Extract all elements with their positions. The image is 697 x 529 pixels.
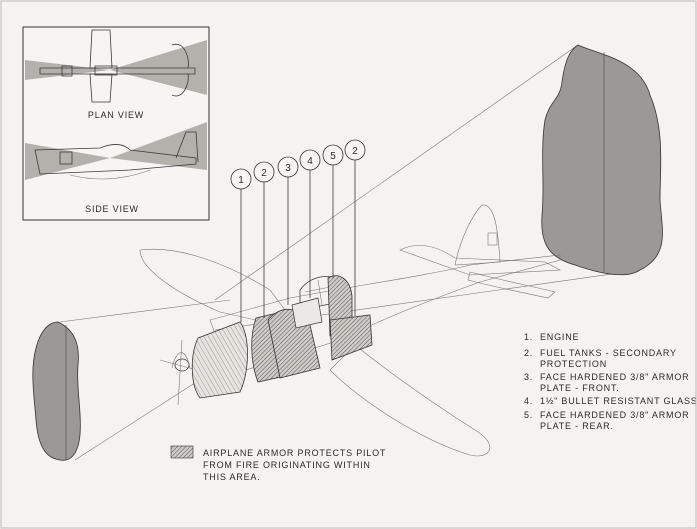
svg-text:ENGINE: ENGINE <box>540 332 579 342</box>
protected-area-note: AIRPLANE ARMOR PROTECTS PILOT FROM FIRE … <box>170 445 386 482</box>
legend-item-engine: 1. ENGINE <box>524 332 579 342</box>
callout-5: 5 <box>322 144 344 278</box>
svg-text:THIS AREA.: THIS AREA. <box>203 472 261 482</box>
callouts: 1 2 3 4 5 2 <box>230 139 366 322</box>
svg-text:1.: 1. <box>524 332 533 342</box>
hatched-area-swatch <box>170 445 194 459</box>
plan-view-label: PLAN VIEW <box>88 110 144 120</box>
bullet-resistant-glass <box>291 297 323 329</box>
callout-4: 4 <box>299 149 321 298</box>
svg-text:PROTECTION: PROTECTION <box>540 359 607 369</box>
svg-text:2: 2 <box>352 146 358 157</box>
protection-cone <box>32 44 663 461</box>
engine <box>191 321 248 399</box>
svg-text:3: 3 <box>285 163 291 174</box>
side-view <box>25 122 207 180</box>
legend-item-front-plate: 3. FACE HARDENED 3/8" ARMOR PLATE - FRON… <box>524 372 689 393</box>
svg-text:PLATE - FRONT.: PLATE - FRONT. <box>540 383 620 393</box>
legend-item-fuel-tanks: 2. FUEL TANKS - SECONDARY PROTECTION <box>524 348 677 369</box>
svg-text:FACE HARDENED 3/8" ARMOR: FACE HARDENED 3/8" ARMOR <box>540 372 689 382</box>
svg-text:2: 2 <box>261 168 267 179</box>
svg-text:FUEL TANKS - SECONDARY: FUEL TANKS - SECONDARY <box>540 348 677 358</box>
propeller-spinner <box>174 358 190 372</box>
svg-text:3.: 3. <box>524 372 533 382</box>
svg-text:FACE HARDENED 3/8" ARMOR: FACE HARDENED 3/8" ARMOR <box>540 410 689 420</box>
svg-text:2.: 2. <box>524 348 533 358</box>
legend-item-glass: 4. 1½" BULLET RESISTANT GLASS <box>524 396 697 406</box>
callout-2-front: 2 <box>253 161 275 318</box>
side-view-label: SIDE VIEW <box>85 204 139 214</box>
callout-2-rear: 2 <box>344 139 366 316</box>
svg-text:4: 4 <box>307 156 313 167</box>
callout-1: 1 <box>230 168 252 322</box>
callout-3: 3 <box>277 156 299 305</box>
svg-text:1: 1 <box>238 175 244 186</box>
svg-text:5.: 5. <box>524 410 533 420</box>
svg-text:FROM FIRE ORIGINATING WITHIN: FROM FIRE ORIGINATING WITHIN <box>203 460 371 470</box>
svg-text:PLATE - REAR.: PLATE - REAR. <box>540 421 614 431</box>
inset-views: PLAN VIEW SIDE VIEW <box>22 26 210 221</box>
front-protection-silhouette <box>32 321 81 461</box>
svg-text:1½" BULLET RESISTANT GLASS: 1½" BULLET RESISTANT GLASS <box>540 396 697 406</box>
svg-text:AIRPLANE ARMOR PROTECTS PILOT: AIRPLANE ARMOR PROTECTS PILOT <box>203 448 386 458</box>
fuel-tank-rear <box>329 314 373 361</box>
armor-components <box>191 275 373 399</box>
rear-protection-silhouette <box>541 44 663 276</box>
svg-text:5: 5 <box>330 151 336 162</box>
svg-text:4.: 4. <box>524 396 533 406</box>
legend-item-rear-plate: 5. FACE HARDENED 3/8" ARMOR PLATE - REAR… <box>524 410 689 431</box>
plan-view <box>25 29 207 103</box>
component-legend: 1. ENGINE 2. FUEL TANKS - SECONDARY PROT… <box>524 332 697 431</box>
